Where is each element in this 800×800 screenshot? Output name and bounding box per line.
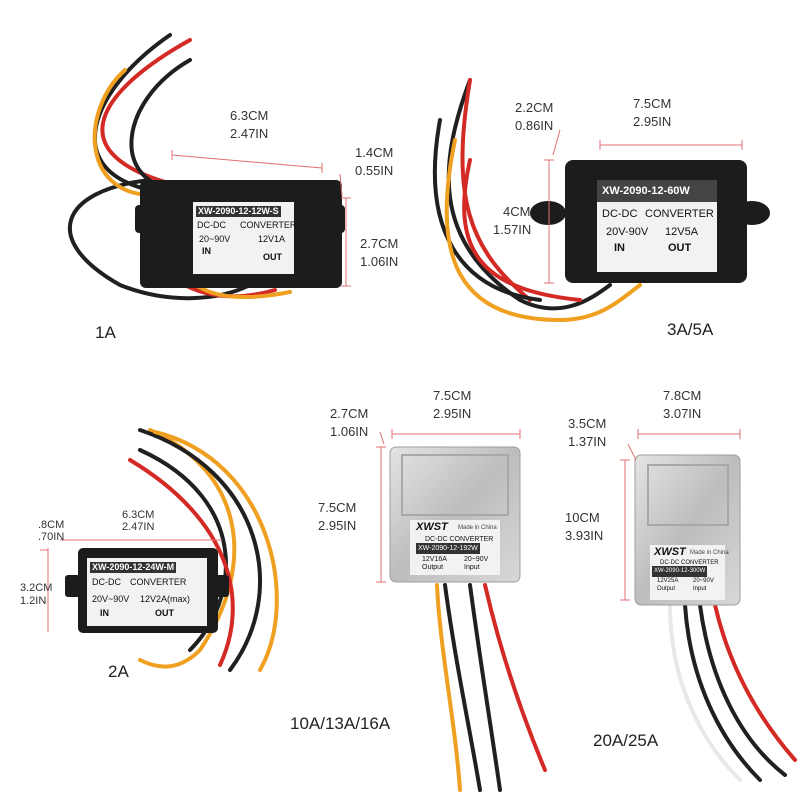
converter-3a-5a-left-tab [530, 201, 566, 225]
p2-label-type-a: DC-DC [602, 208, 638, 220]
p5-label-in: Input [693, 586, 707, 592]
p1-height-cm: 2.7CM [360, 236, 399, 251]
converter-10a-16a [389, 446, 547, 792]
p4-label-type: DC-DC CONVERTER [425, 536, 494, 543]
p1-height-in: 1.06IN [360, 254, 399, 269]
p1-label-type-a: DC-DC [197, 220, 226, 230]
p2-depth-in: 0.86IN [515, 118, 554, 133]
p4-label-model: XW-2090-12-192W [416, 543, 480, 554]
p5-label-type: DC-DC CONVERTER [660, 560, 719, 566]
p3-length-in: 2.47IN [122, 521, 155, 533]
p5-height-cm: 10CM [565, 510, 600, 525]
p3-label-out: OUT [155, 608, 174, 618]
p3-height-in: 1.2IN [20, 595, 47, 607]
p5-label-brand: XWST [654, 546, 686, 558]
converter-20a-25a-fins [647, 464, 729, 526]
p1-label-out-rating: 12V1A [258, 234, 286, 244]
converter-10a-16a-wires [435, 583, 547, 792]
p5-height-in: 3.93IN [565, 528, 604, 543]
p3-length-cm: 6.3CM [122, 509, 155, 521]
p2-depth-cm: 2.2CM [515, 100, 554, 115]
p2-label-model: XW-2090-12-60W [602, 185, 690, 197]
p2-label-out-rating: 12V5A [665, 226, 699, 238]
p1-label-in-range: 20~90V [199, 234, 231, 244]
p4-label-in: Input [464, 564, 480, 571]
p3-depth-cm: .8CM [38, 519, 65, 531]
p2-rating: 3A/5A [667, 320, 714, 339]
converter-3a-5a-wires [432, 78, 642, 323]
p3-label-in-range: 20V~90V [92, 594, 130, 604]
p4-height-cm: 7.5CM [318, 500, 357, 515]
p3-label-type-b: CONVERTER [130, 577, 187, 587]
converter-1a [67, 33, 345, 301]
p4-length-in: 2.95IN [433, 406, 472, 421]
p4-rating: 10A/13A/16A [290, 714, 391, 733]
converter-3a-5a [432, 78, 770, 323]
p3-height-cm: 3.2CM [20, 582, 53, 594]
p4-label-in-range: 20~90V [464, 556, 489, 563]
p3-label-out-rating: 12V2A(max) [140, 594, 191, 604]
p2-length-cm: 7.5CM [633, 96, 672, 111]
p2-label-in-range: 20V-90V [606, 226, 649, 238]
p5-label-model: XW-2090-12-300W [652, 566, 708, 577]
p1-label-in: IN [202, 246, 211, 256]
p5-rating: 20A/25A [593, 731, 659, 750]
p3-label-model: XW-2090-12-24W-M [90, 562, 177, 573]
p5-length-cm: 7.8CM [663, 388, 702, 403]
p1-label-out: OUT [263, 252, 282, 262]
p3-depth-in: .70IN [38, 531, 65, 543]
converter-20a-25a-wires [668, 603, 797, 782]
converter-10a-16a-fins [401, 454, 509, 516]
converter-20a-25a [634, 454, 797, 782]
p4-depth-cm: 2.7CM [330, 406, 369, 421]
p1-depth-cm: 1.4CM [355, 145, 394, 160]
converter-2a-wires [128, 428, 279, 672]
p1-label-type-b: CONVERTER [240, 220, 297, 230]
p5-depth-in: 1.37IN [568, 434, 607, 449]
p5-label-made: Made in China [690, 550, 729, 556]
p5-label-in-range: 20~90V [693, 578, 714, 584]
p4-depth-in: 1.06IN [330, 424, 369, 439]
p1-label-model: XW-2090-12-12W-S [196, 206, 281, 217]
p2-label-type-b: CONVERTER [645, 208, 714, 220]
p3-rating: 2A [108, 662, 129, 681]
p5-length-in: 3.07IN [663, 406, 702, 421]
p4-label-made: Made in China [458, 525, 497, 531]
p1-rating: 1A [95, 323, 116, 342]
p2-height-cm: 4CM [503, 204, 531, 219]
p4-label-out-rating: 12V16A [422, 556, 447, 563]
p2-height-in: 1.57IN [493, 222, 532, 237]
p4-label-brand: XWST [416, 521, 448, 533]
p2-length-in: 2.95IN [633, 114, 672, 129]
p4-label-out: Output [422, 564, 444, 571]
p3-label-in: IN [100, 608, 109, 618]
p1-depth-in: 0.55IN [355, 163, 394, 178]
p2-label-out: OUT [668, 242, 692, 254]
p4-length-cm: 7.5CM [433, 388, 472, 403]
p5-label-out: Output [657, 586, 676, 592]
p2-label-in: IN [614, 242, 625, 254]
converter-3a-5a-label-header [597, 180, 717, 202]
converter-2a [65, 428, 279, 672]
p5-depth-cm: 3.5CM [568, 416, 607, 431]
p3-label-type-a: DC-DC [92, 577, 121, 587]
p1-length-cm: 6.3CM [230, 108, 269, 123]
p5-label-out-rating: 12V25A [657, 578, 679, 584]
dimension-lines [40, 129, 743, 632]
p4-height-in: 2.95IN [318, 518, 357, 533]
p1-length-in: 2.47IN [230, 126, 269, 141]
